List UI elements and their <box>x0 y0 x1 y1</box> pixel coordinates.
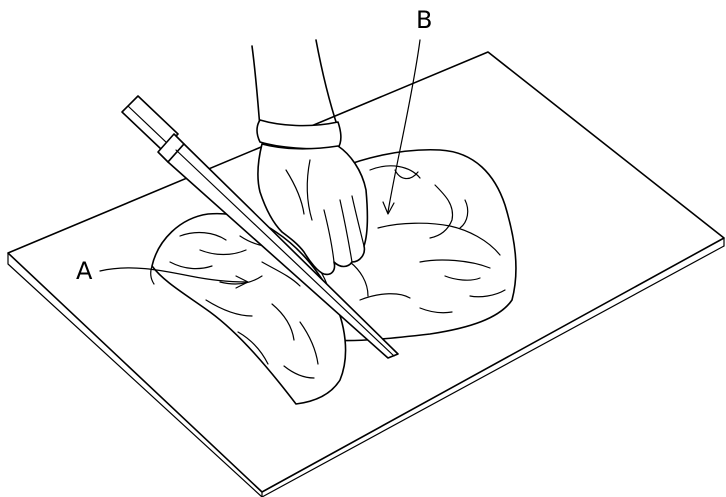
label-b: B <box>416 6 432 34</box>
label-a: A <box>76 257 93 285</box>
